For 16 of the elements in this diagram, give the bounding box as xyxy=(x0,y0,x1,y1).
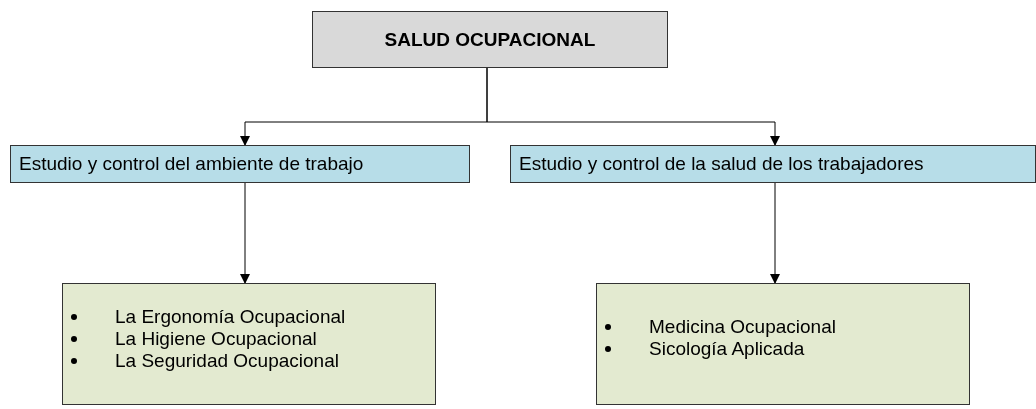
arrow xyxy=(240,182,250,284)
process-box xyxy=(10,145,470,183)
bullet-item: Sicología Aplicada xyxy=(605,338,805,360)
bullet-item: La Ergonomía Ocupacional xyxy=(71,306,346,328)
box-label: Estudio y control de la salud de los trabajadores xyxy=(519,153,924,175)
list-box xyxy=(62,283,436,405)
box-label: Estudio y control del ambiente de trabajo xyxy=(19,153,364,175)
list-box xyxy=(596,283,970,405)
process-box xyxy=(510,145,1036,183)
heading: SALUD OCUPACIONAL xyxy=(384,28,596,51)
bullet-item: Medicina Ocupacional xyxy=(605,316,836,338)
arrow xyxy=(770,182,780,284)
bullet-item: La Seguridad Ocupacional xyxy=(71,350,339,372)
title-box xyxy=(312,11,668,68)
arrow xyxy=(486,67,780,146)
bullet-item: La Higiene Ocupacional xyxy=(71,328,317,350)
